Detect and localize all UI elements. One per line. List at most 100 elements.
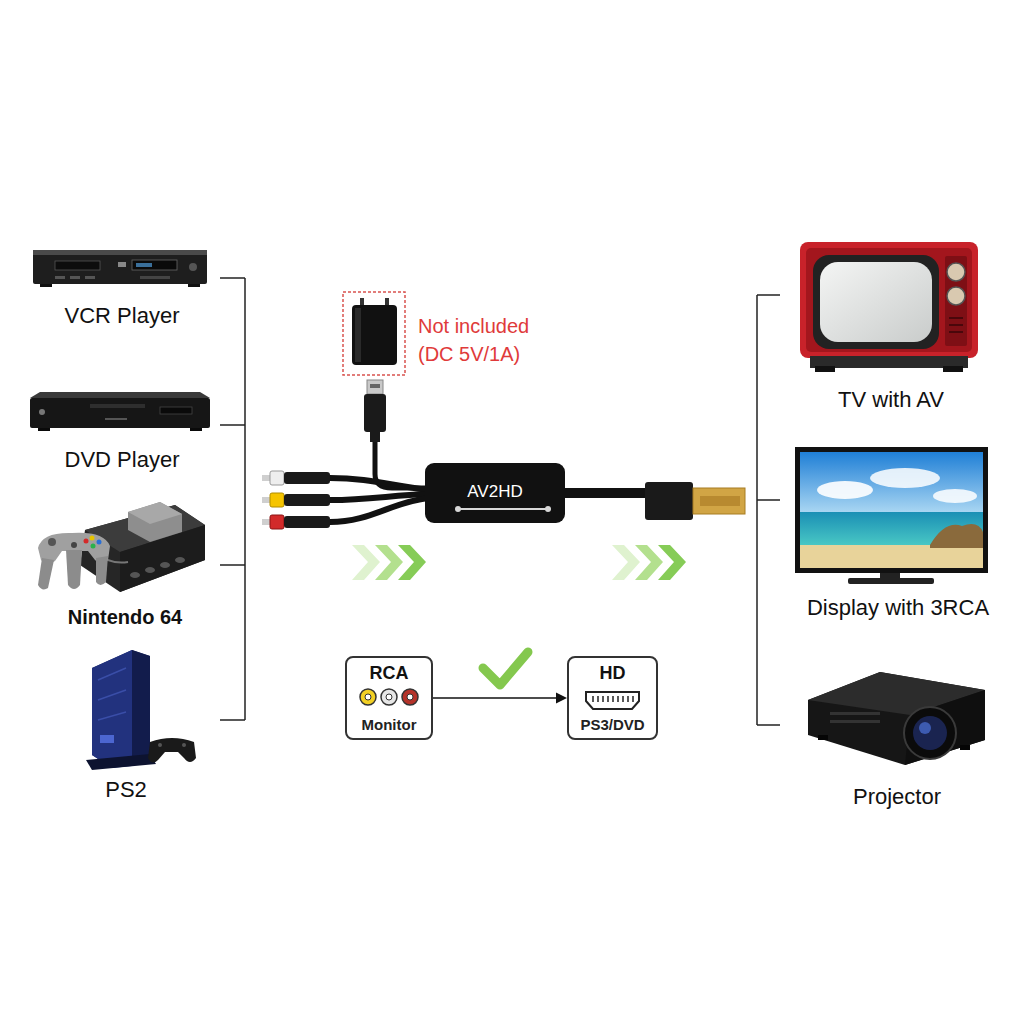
converter-box: AV2HD xyxy=(425,463,565,523)
hdmi-port-icon xyxy=(627,696,629,702)
nintendo-64-icon xyxy=(38,502,205,592)
projector-icon xyxy=(913,716,947,750)
device-label: PS2 xyxy=(105,777,147,802)
dvd-player-icon xyxy=(105,418,127,420)
crt-tv-icon xyxy=(800,242,978,372)
projector-icon xyxy=(830,720,880,723)
flow-chevrons xyxy=(352,545,686,580)
flat-display-icon xyxy=(817,481,873,499)
rca-socket-icon xyxy=(402,689,418,705)
power-adapter xyxy=(385,298,389,306)
crt-tv-icon xyxy=(949,317,963,319)
connector-line xyxy=(433,697,556,699)
flat-display-icon xyxy=(795,447,988,573)
flow-chevrons xyxy=(375,545,403,580)
dvd-player-icon xyxy=(90,404,145,408)
display-bracket xyxy=(757,724,780,726)
source-bracket xyxy=(220,424,245,426)
usb-cable xyxy=(364,380,428,488)
projector-icon xyxy=(818,735,828,740)
crt-tv-icon xyxy=(820,262,932,342)
crt-tv-icon xyxy=(813,255,939,349)
dvd-player-icon xyxy=(39,409,45,415)
vcr-player-icon xyxy=(33,250,207,284)
vcr-player-icon xyxy=(70,276,80,279)
power-adapter xyxy=(360,298,364,306)
connector-arrow xyxy=(433,693,567,704)
vcr-player-icon xyxy=(85,276,95,279)
hdmi-cable xyxy=(700,496,740,506)
source-bracket xyxy=(220,278,245,720)
nintendo-64-icon xyxy=(128,502,182,542)
ps2-icon xyxy=(86,754,156,770)
hdmi-port-icon xyxy=(617,696,619,702)
arrow-head xyxy=(556,693,567,704)
flow-chevrons xyxy=(352,545,380,580)
flat-display-icon xyxy=(795,447,988,584)
nintendo-64-icon xyxy=(48,538,56,546)
display-bracket xyxy=(756,295,758,725)
indicator-dot xyxy=(455,506,461,512)
nintendo-64-icon xyxy=(84,539,89,544)
flat-display-icon xyxy=(848,578,934,584)
projector-icon xyxy=(960,745,970,750)
indicator-line xyxy=(459,508,547,510)
rca-socket-icon xyxy=(407,694,413,700)
rca-socket-icon xyxy=(360,689,376,705)
usb-cable xyxy=(370,384,380,388)
projector-icon xyxy=(904,707,956,759)
rca-socket-icon xyxy=(381,689,397,705)
display-bracket xyxy=(757,295,780,725)
nintendo-64-icon xyxy=(145,567,155,573)
vcr-player-icon xyxy=(188,284,200,287)
ps2-icon xyxy=(98,668,126,680)
ps2-icon xyxy=(182,743,186,747)
crt-tv-icon xyxy=(815,366,835,372)
vcr-player-icon xyxy=(118,262,126,267)
ps2-icon xyxy=(148,738,196,763)
nintendo-64-icon xyxy=(71,542,77,548)
usb-cable xyxy=(367,380,383,394)
vcr-player-icon xyxy=(189,263,197,271)
adapter-note: Not included xyxy=(418,315,529,338)
flat-display-icon xyxy=(933,489,977,503)
dvd-player-icon xyxy=(190,428,202,431)
flat-display-icon xyxy=(800,545,983,568)
projector-icon xyxy=(919,722,931,734)
power-adapter xyxy=(355,308,361,362)
flat-display-icon xyxy=(880,573,900,578)
port-caption: Monitor xyxy=(362,716,417,733)
device-label: TV with AV xyxy=(838,387,944,412)
nintendo-64-icon xyxy=(66,550,82,589)
nintendo-64-icon xyxy=(96,556,108,585)
dvd-player-icon xyxy=(30,392,210,398)
device-label: Display with 3RCA xyxy=(807,595,989,620)
vcr-player-icon xyxy=(140,276,170,279)
dvd-player-icon xyxy=(38,428,50,431)
vcr-player-icon xyxy=(132,260,177,270)
projector-icon xyxy=(905,690,985,765)
rca-cables xyxy=(330,498,428,522)
projector-icon xyxy=(830,712,880,715)
rca-cables xyxy=(262,475,270,481)
source-bracket xyxy=(220,277,245,279)
rca-cables xyxy=(270,471,284,485)
device-label: Projector xyxy=(853,784,941,809)
crt-tv-icon xyxy=(949,324,963,326)
rca-cables xyxy=(270,515,284,529)
source-bracket xyxy=(220,564,245,566)
usb-cable xyxy=(364,394,386,432)
crt-tv-icon xyxy=(806,248,972,352)
vcr-player-icon xyxy=(33,250,207,287)
vcr-player-icon xyxy=(55,261,100,270)
nintendo-64-icon xyxy=(90,536,95,541)
device-label: VCR Player xyxy=(65,303,180,328)
vcr-player-icon xyxy=(55,276,65,279)
flat-display-icon xyxy=(870,468,940,488)
rca-socket-icon xyxy=(360,689,418,705)
rca-cables xyxy=(284,516,330,528)
rca-cables xyxy=(262,519,270,525)
rca-socket-icon xyxy=(365,694,371,700)
device-label: DVD Player xyxy=(65,447,180,472)
